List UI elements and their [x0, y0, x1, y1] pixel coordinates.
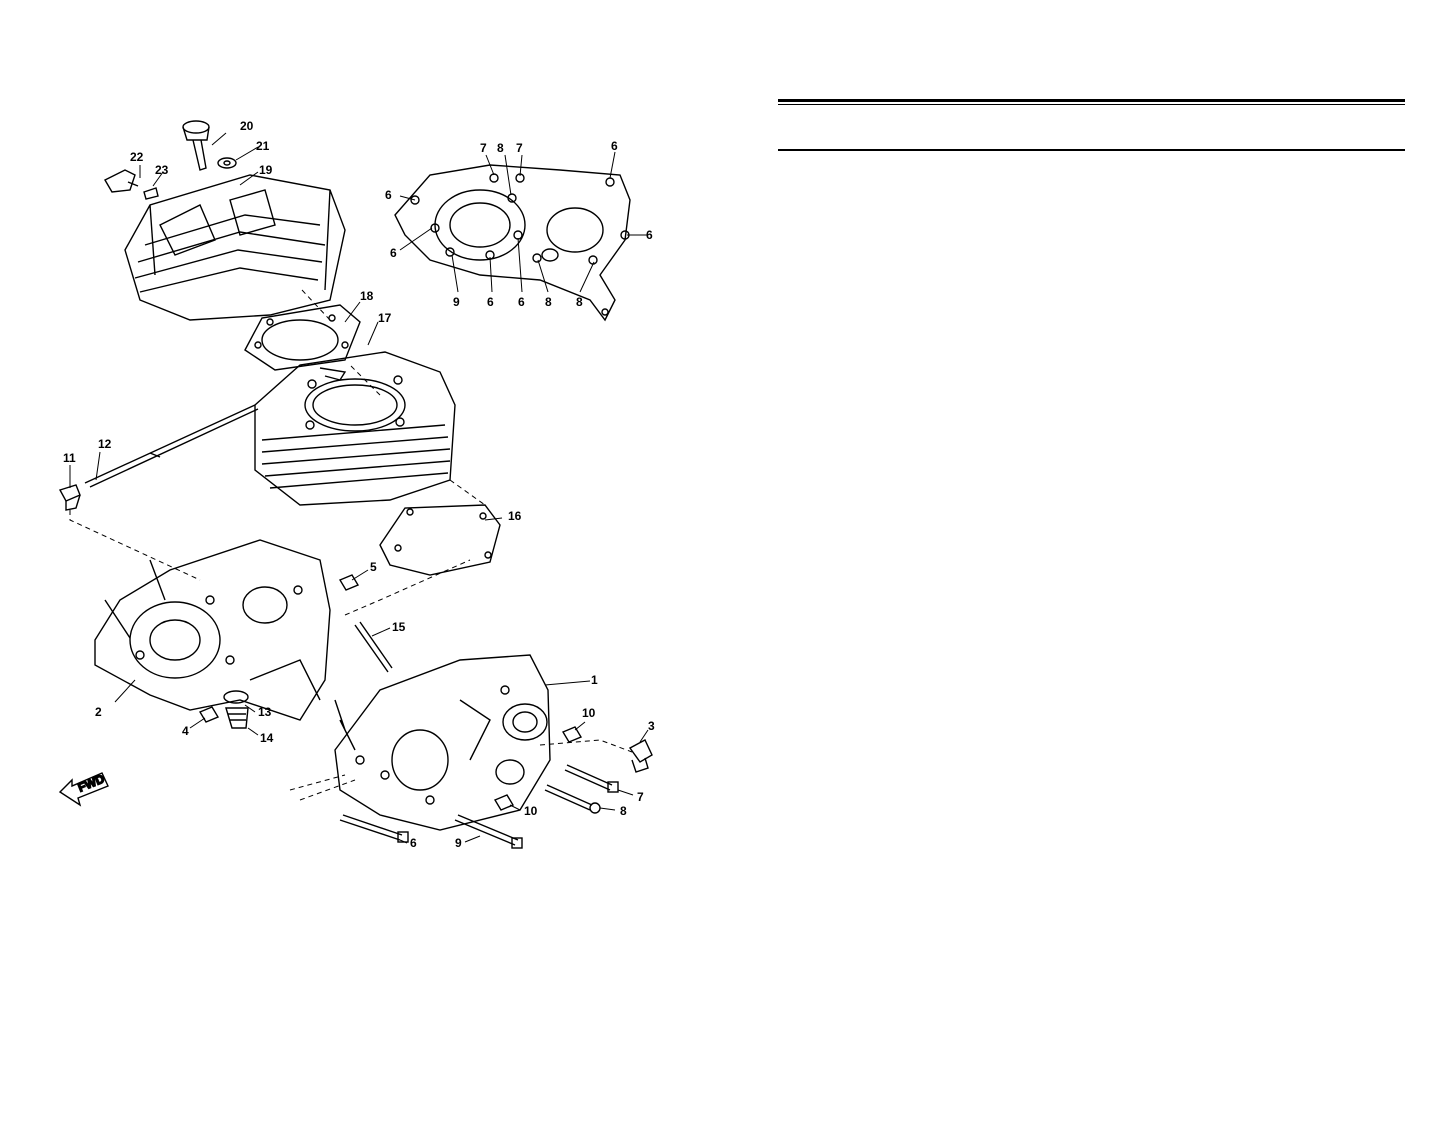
cylinder-head [124, 174, 346, 321]
header-rule-thick [778, 99, 1405, 102]
drain-plug [223, 690, 249, 729]
callout-7-top-b: 7 [516, 141, 523, 155]
callout-6-top-d: 6 [646, 228, 653, 242]
callout-8: 8 [620, 804, 627, 818]
stud-nut [58, 484, 81, 511]
callout-10b: 10 [524, 804, 538, 818]
callout-6: 6 [410, 836, 417, 850]
callout-8-top-b: 8 [545, 295, 552, 309]
callout-17: 17 [378, 311, 392, 325]
callout-21: 21 [256, 139, 270, 153]
long-stud [84, 404, 259, 488]
head-bolt [182, 120, 210, 171]
dowel-pin [198, 574, 583, 811]
callout-6-top-c: 6 [611, 139, 618, 153]
callout-13: 13 [258, 705, 272, 719]
crankcase-top-view [394, 164, 631, 322]
callout-19: 19 [259, 163, 273, 177]
crankcase-stud [354, 621, 393, 673]
callout-16: 16 [508, 509, 522, 523]
callout-1: 1 [591, 673, 598, 687]
exploded-parts-diagram: FWD 20 21 19 22 23 18 17 12 11 16 5 15 1… [58, 119, 655, 850]
callout-8-top-a: 8 [497, 141, 504, 155]
breather-part [628, 739, 653, 773]
callout-3: 3 [648, 719, 655, 733]
plug-cap [104, 169, 139, 193]
callout-9: 9 [455, 836, 462, 850]
alignment-lines [69, 289, 633, 801]
callout-6-top-b: 6 [390, 246, 397, 260]
callout-10: 10 [582, 706, 596, 720]
callout-15: 15 [392, 620, 406, 634]
callout-6-top-f: 6 [518, 295, 525, 309]
callout-labels: 20 21 19 22 23 18 17 12 11 16 5 15 1 2 4… [63, 119, 655, 850]
callout-9-top: 9 [453, 295, 460, 309]
callout-18: 18 [360, 289, 374, 303]
callout-7: 7 [637, 790, 644, 804]
leader-lines [69, 132, 649, 844]
fwd-arrow-icon: FWD [58, 771, 109, 807]
callout-6-top-e: 6 [487, 295, 494, 309]
callout-7-top-a: 7 [480, 141, 487, 155]
head-gasket [244, 304, 361, 371]
callout-23: 23 [155, 163, 169, 177]
base-gasket [379, 504, 501, 576]
header-rule-thin [778, 104, 1405, 105]
callout-20: 20 [240, 119, 254, 133]
callout-22: 22 [130, 150, 144, 164]
washer [217, 157, 237, 169]
callout-14: 14 [260, 731, 274, 745]
callout-12: 12 [98, 437, 112, 451]
callout-8-top-c: 8 [576, 295, 583, 309]
left-crankcase [94, 539, 331, 721]
callout-4: 4 [182, 724, 189, 738]
cylinder [254, 351, 456, 506]
small-nut [143, 187, 159, 200]
callout-11: 11 [63, 451, 76, 465]
callout-2: 2 [95, 705, 102, 719]
right-crankcase [334, 654, 551, 831]
fwd-label: FWD [76, 771, 107, 794]
callout-5: 5 [370, 560, 377, 574]
callout-6-top-a: 6 [385, 188, 392, 202]
header-rule-lower [778, 149, 1405, 151]
